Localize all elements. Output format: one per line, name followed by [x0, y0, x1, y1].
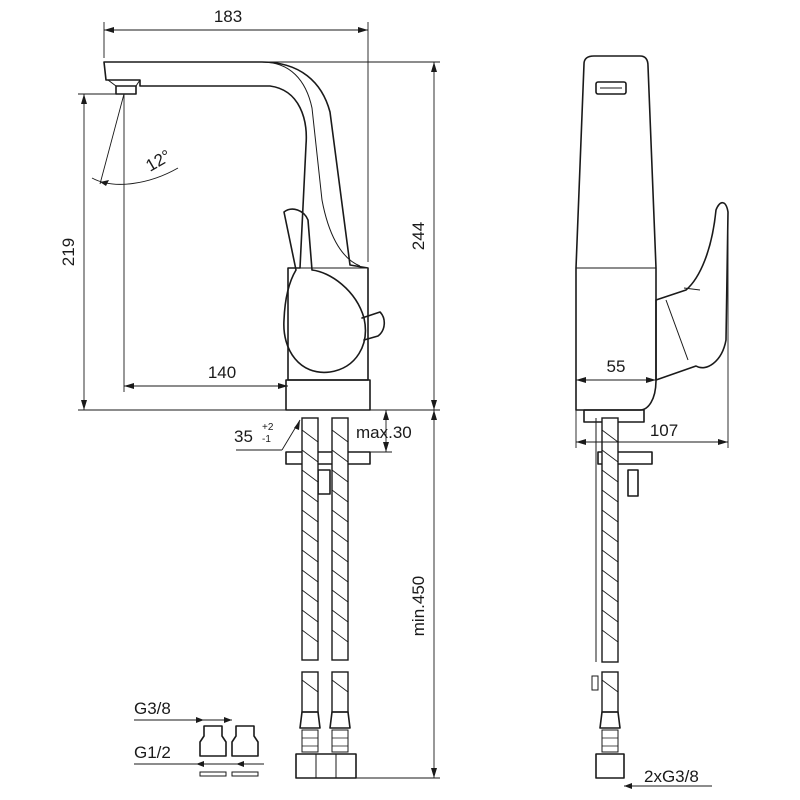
side-hose-thread: [601, 729, 619, 753]
side-hose-lower: [601, 671, 619, 713]
angle-arc: [91, 167, 179, 185]
hose-left-lower: [301, 671, 319, 713]
washer-left: [199, 771, 227, 777]
angle-line: [99, 93, 125, 185]
side-aerator: [595, 81, 627, 95]
side-hose-fitting: [599, 711, 621, 729]
washer-right: [231, 771, 259, 777]
dim-label-107: 107: [650, 421, 678, 440]
side-rod-tip: [591, 675, 599, 691]
dim-label-183: 183: [214, 7, 242, 26]
connector-label-g12: G1/2: [134, 743, 171, 762]
dim-label-450: min.450: [409, 576, 428, 636]
hose-end-fittings: [295, 711, 357, 779]
dim-label-35: 35: [234, 427, 253, 446]
dim-tol-lower: -1: [262, 434, 271, 445]
hose-left: [301, 417, 319, 661]
side-hose-braid: [601, 429, 619, 693]
side-lever: [655, 201, 729, 381]
aerator: [115, 85, 137, 95]
adapter-left: [199, 725, 227, 757]
side-nut: [597, 451, 653, 465]
hose-right-lower: [331, 671, 349, 713]
dim-label-hose-thread: 2xG3/8: [644, 767, 699, 786]
dim-label-max30: max.30: [356, 423, 412, 442]
side-lever-edge: [665, 299, 689, 361]
spout-inner-contour: [261, 61, 361, 267]
side-view: 55 107 2xG3/8: [575, 55, 729, 789]
dim-label-219: 219: [59, 238, 78, 266]
nut-stud: [317, 469, 331, 495]
side-lever-joint: [683, 287, 701, 291]
side-body-outline: [575, 55, 657, 411]
connector-label-g38: G3/8: [134, 699, 171, 718]
connector-adapters: G3/8 G1/2: [134, 699, 264, 777]
lever-stem: [361, 311, 386, 341]
dim-label-55: 55: [607, 357, 626, 376]
hose-braid-pattern: [301, 429, 349, 693]
dim-label-140: 140: [208, 363, 236, 382]
aerator-tip: [107, 79, 141, 87]
hose-right: [331, 417, 349, 661]
dim-tol-upper: +2: [262, 422, 274, 433]
front-view: 183 244 219 140 12° 35 +2 -1 max: [59, 7, 440, 779]
dim-label-244: 244: [409, 222, 428, 250]
side-stud: [627, 469, 639, 497]
adapter-right: [231, 725, 259, 757]
side-hose-nut: [595, 753, 625, 779]
mounting-nut: [285, 451, 371, 465]
lever-handle: [283, 208, 367, 374]
faucet-spout-outline: [103, 61, 369, 381]
dim-label-angle: 12°: [143, 146, 175, 175]
base-plate: [285, 379, 371, 411]
